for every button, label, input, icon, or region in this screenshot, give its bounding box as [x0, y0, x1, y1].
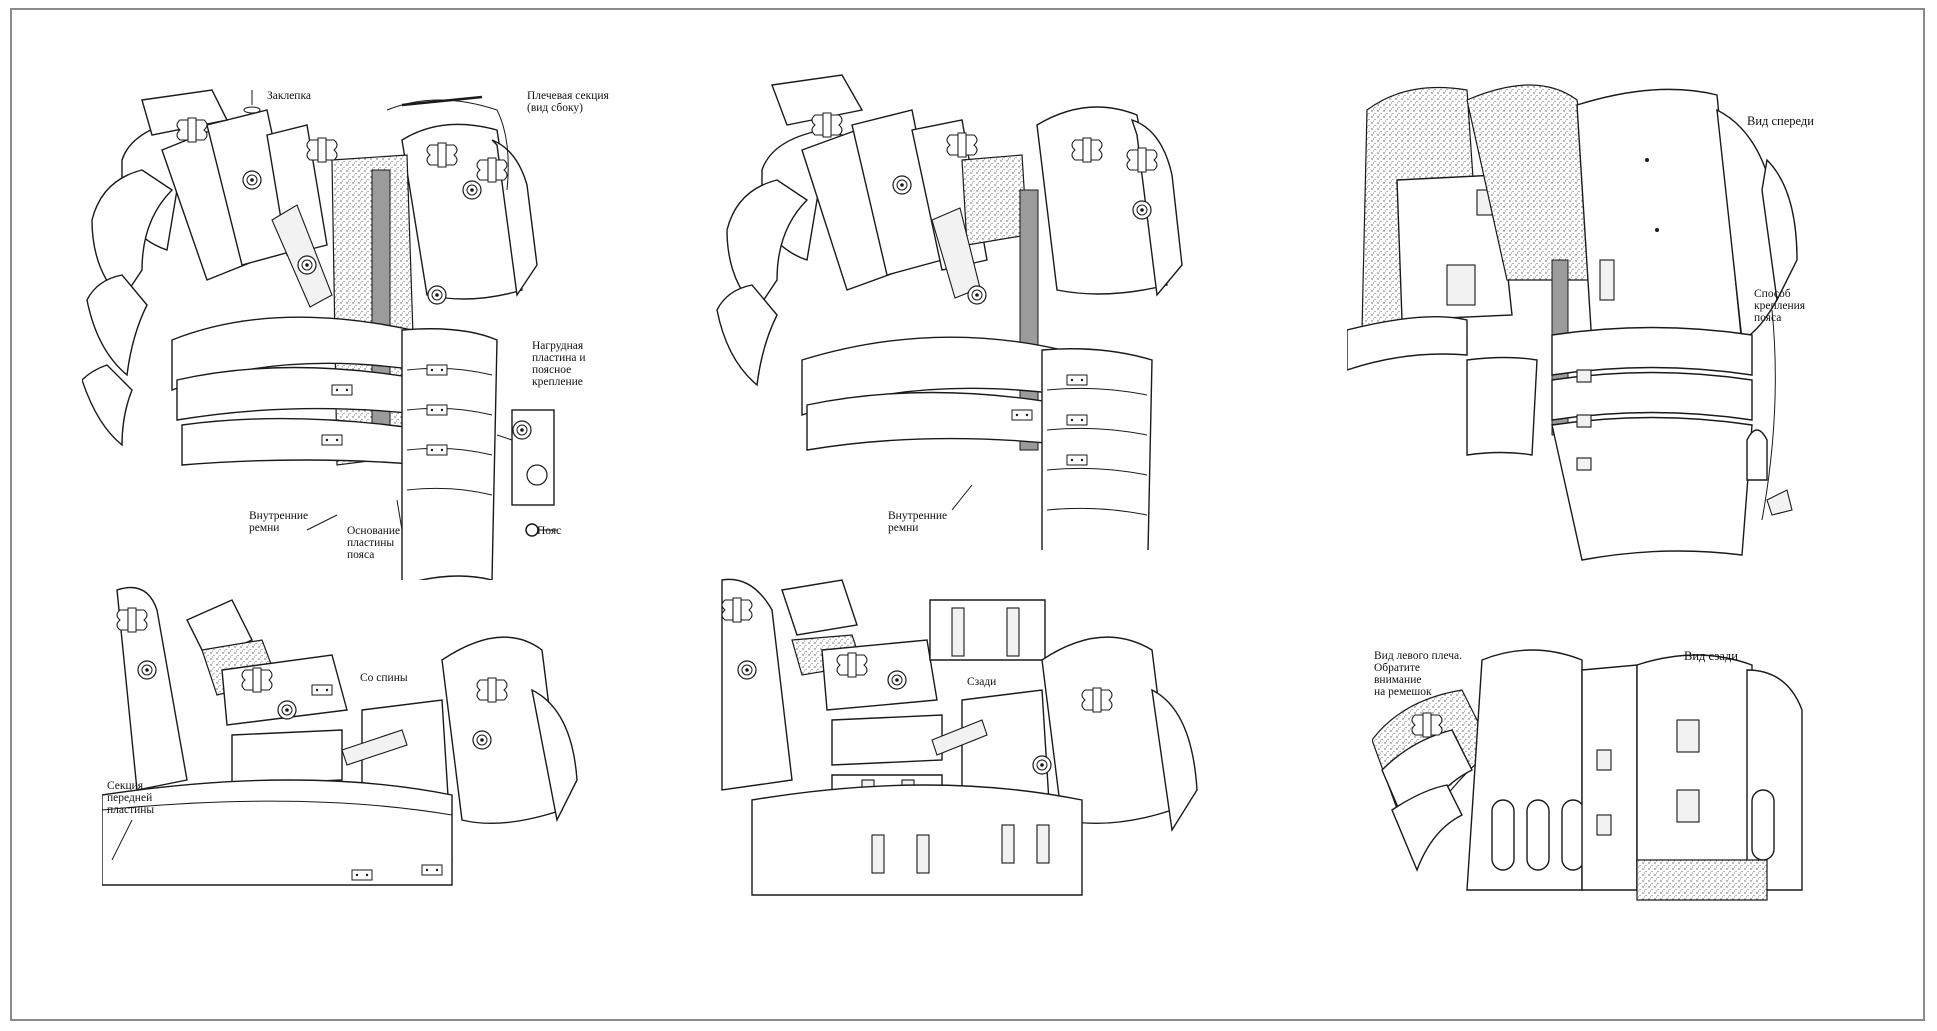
label-inner-straps-variant: Внутренние ремни	[888, 510, 948, 534]
armor-front-left-drawing	[82, 89, 558, 580]
panel-back-view	[102, 580, 622, 890]
label-inner-straps: Внутренние ремни	[249, 510, 309, 534]
label-from-back: Со спины	[360, 672, 408, 684]
label-left-shoulder: Вид левого плеча. Обратите внимание на р…	[1374, 650, 1463, 698]
label-behind: Сзади	[967, 676, 997, 688]
label-shoulder-section: Плечевая секция (вид сбоку)	[527, 90, 609, 114]
label-breastplate-fastening: Нагрудная пластина и поясное крепление	[532, 340, 586, 388]
armor-back-drawing	[102, 586, 578, 886]
panel-front-left-view	[82, 80, 602, 580]
diagram-frame: Заклепка Плечевая секция (вид сбоку) Наг…	[10, 8, 1925, 1021]
armor-behind-drawing	[721, 578, 1198, 896]
label-rivet: Заклепка	[267, 90, 311, 102]
armor-front-view-drawing	[1347, 84, 1798, 561]
label-rear-view: Вид сзади	[1684, 649, 1738, 663]
panel-behind-view	[712, 570, 1232, 900]
label-belt: Пояс	[537, 525, 562, 537]
panel-front-view	[1347, 80, 1852, 580]
label-belt-fastening: Способ крепления пояса	[1754, 288, 1806, 324]
label-front-view: Вид спереди	[1747, 114, 1814, 128]
panel-front-left-variant	[712, 70, 1252, 550]
panel-left-shoulder-rear	[1372, 640, 1872, 910]
armor-left-shoulder-rear-drawing	[1372, 649, 1803, 901]
armor-front-variant-drawing	[716, 74, 1183, 550]
label-front-plate-section: Секция передней пластины	[107, 780, 155, 816]
label-girdle-base: Основание пластины пояса	[347, 525, 401, 561]
